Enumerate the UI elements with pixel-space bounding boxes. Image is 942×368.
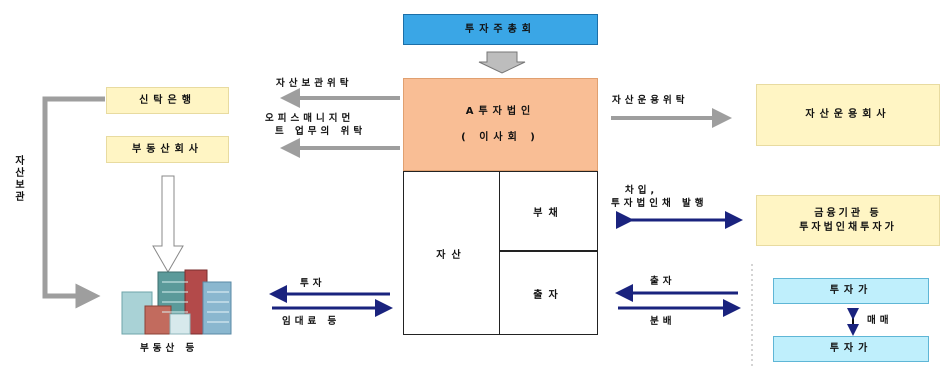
shareholders-meeting-box: 투자주총회 xyxy=(403,14,598,45)
borrow-label-1: 차입, xyxy=(625,185,659,196)
corp-name: A투자법인 xyxy=(465,105,536,117)
financial-institutions-box: 금융기관 등 투자법인채투자가 xyxy=(756,195,940,246)
financial-line-1: 금융기관 등 xyxy=(814,207,882,219)
financial-line-2: 투자법인채투자가 xyxy=(799,221,897,233)
balance-liabilities: 부채 xyxy=(500,172,597,252)
asset-mgmt-label: 자산운용위탁 xyxy=(612,95,689,106)
balance-sheet: 자산 부채 출자 xyxy=(403,171,598,335)
borrow-label-2: 투자법인채 발행 xyxy=(611,198,708,209)
trust-bank-box: 신탁은행 xyxy=(106,87,229,114)
building-caption: 부동산 등 xyxy=(140,343,199,354)
distribute-label: 분배 xyxy=(650,316,676,327)
corp-board: ( 이사회 ) xyxy=(461,131,540,143)
office-mgmt-label-1: 오피스매니지먼 xyxy=(265,113,355,124)
invest-label: 투자 xyxy=(300,278,326,289)
balance-equity: 출자 xyxy=(533,289,564,301)
investor-box-bottom: 투자가 xyxy=(773,336,929,362)
asset-custody-vertical-label: 자산보관 xyxy=(15,156,25,203)
buildings-illustration xyxy=(121,269,232,335)
down-arrow-top xyxy=(478,51,526,74)
balance-assets: 자산 xyxy=(404,172,500,334)
investor-box-top: 투자가 xyxy=(773,278,929,304)
asset-mgmt-company-box: 자산운용회사 xyxy=(756,84,940,146)
office-mgmt-label-2: 트 업무의 위탁 xyxy=(275,126,367,137)
real-estate-company-box: 부동산회사 xyxy=(106,136,229,163)
investment-corp-box: A투자법인 ( 이사회 ) xyxy=(403,78,598,171)
custody-label: 자산보관위탁 xyxy=(276,78,353,89)
contribute-label: 출자 xyxy=(650,276,676,287)
trade-label: 매매 xyxy=(867,315,893,326)
custody-bracket-arrow xyxy=(42,96,105,309)
lease-label: 임대료 등 xyxy=(282,316,341,327)
hollow-down-arrow xyxy=(152,175,184,274)
